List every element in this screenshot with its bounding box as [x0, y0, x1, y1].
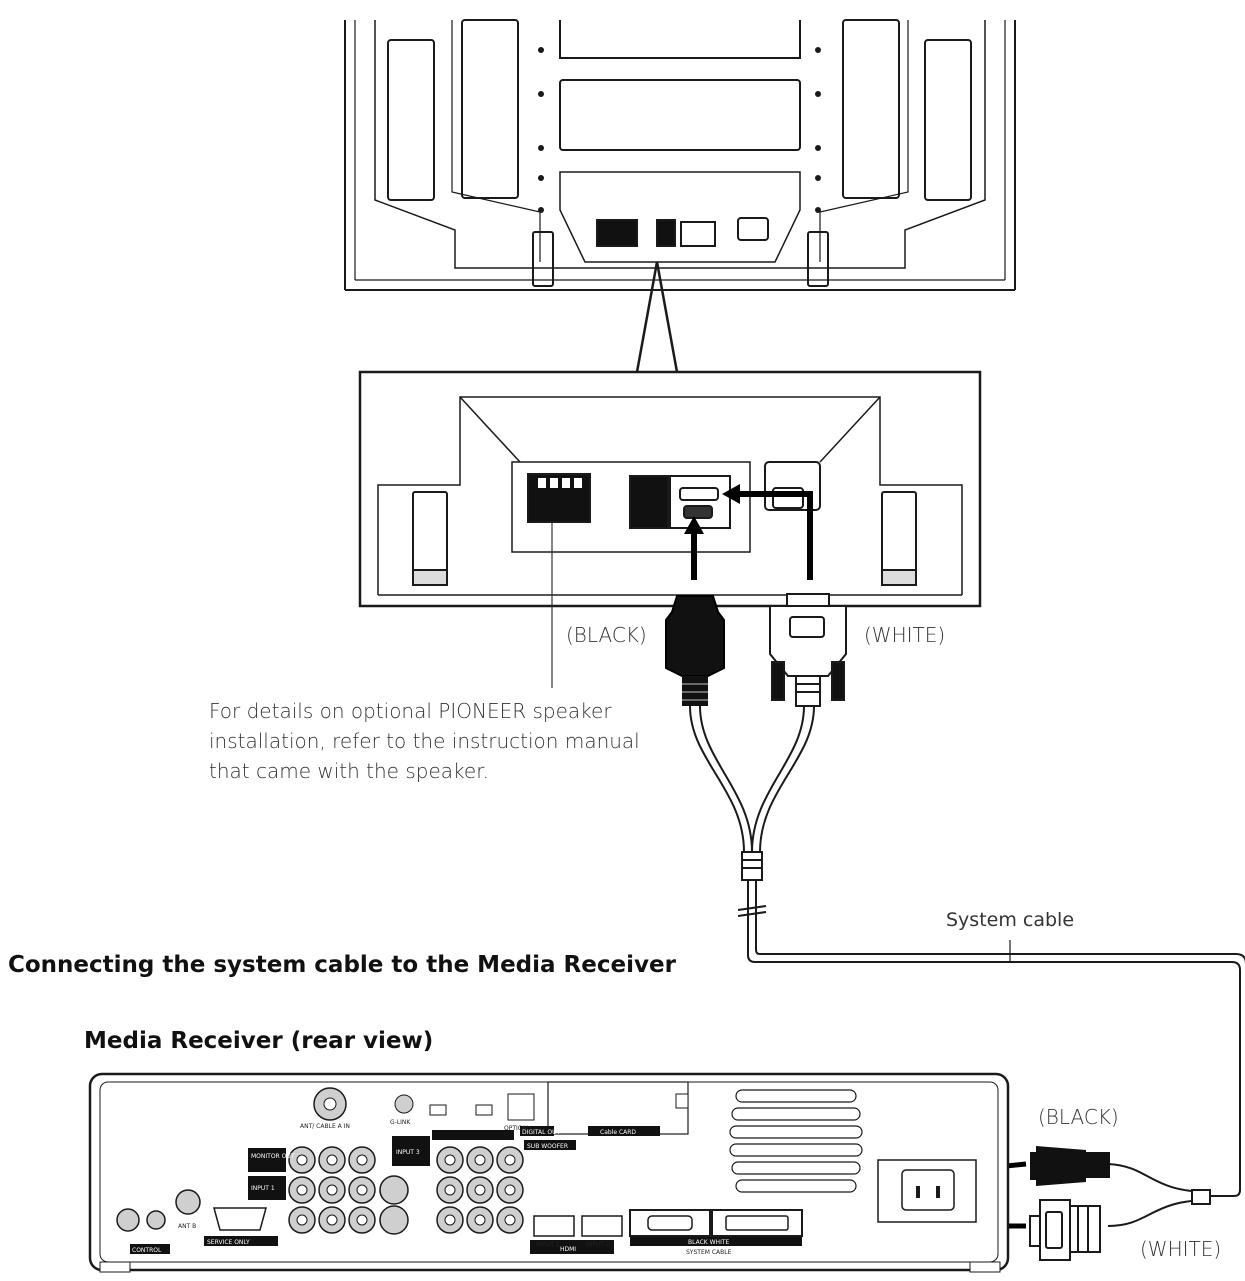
black-label-lower: (BLACK): [1038, 1105, 1119, 1129]
section-title: Connecting the system cable to the Media…: [8, 952, 677, 978]
system-cable-port-label: SYSTEM CABLE: [686, 1249, 732, 1256]
monitor-out-label: MONITOR OUT: [251, 1153, 295, 1160]
black-connector-upper: [665, 595, 725, 706]
speaker-note-line3: that came with the speaker.: [209, 759, 489, 783]
white-connector-upper: [769, 593, 847, 707]
control-label: CONTROL: [132, 1247, 162, 1254]
speaker-note-line2: installation, refer to the instruction m…: [209, 729, 640, 753]
sub-woofer-label: SUB WOOFER: [527, 1143, 568, 1150]
media-receiver-rear: ANT/ CABLE A IN G-LINK OPTICAL DIGITAL O…: [88, 1072, 1010, 1273]
connect-arrows-upper: [684, 484, 813, 580]
input-3-label: INPUT 3: [396, 1149, 420, 1156]
input-1-label: INPUT 1: [251, 1185, 275, 1192]
white-label-upper: (WHITE): [864, 623, 945, 647]
hdmi-label: HDMI: [560, 1246, 576, 1253]
black-label-upper: (BLACK): [566, 623, 647, 647]
callout-lines: [635, 261, 679, 373]
ant-b-label: ANT B: [178, 1223, 196, 1230]
service-only-label: SERVICE ONLY: [207, 1239, 250, 1246]
digital-out-label: DIGITAL OUT: [522, 1129, 560, 1136]
white-label-lower: (WHITE): [1140, 1237, 1221, 1261]
system-cable-label: System cable: [946, 909, 1074, 931]
receiver-title: Media Receiver (rear view): [84, 1028, 433, 1054]
cable-card-label: Cable CARD: [600, 1129, 636, 1136]
white-connector-lower: [1029, 1199, 1101, 1261]
hdmi-input1-label: INPUT 1: [536, 1241, 560, 1248]
display-rear-view: [344, 19, 1016, 291]
g-link-label: G-LINK: [390, 1119, 411, 1126]
screw-holes: [538, 47, 821, 213]
hdmi-input2-label: INPUT 2: [586, 1241, 610, 1248]
black-connector-lower: [1030, 1146, 1110, 1186]
optical-label: OPTICAL: [504, 1125, 530, 1132]
speaker-note-line1: For details on optional PIONEER speaker: [209, 699, 612, 723]
black-white-label: BLACK WHITE: [688, 1239, 730, 1246]
zoomed-detail: [358, 370, 982, 608]
ant-cable-a-label: ANT/ CABLE A IN: [300, 1123, 350, 1130]
